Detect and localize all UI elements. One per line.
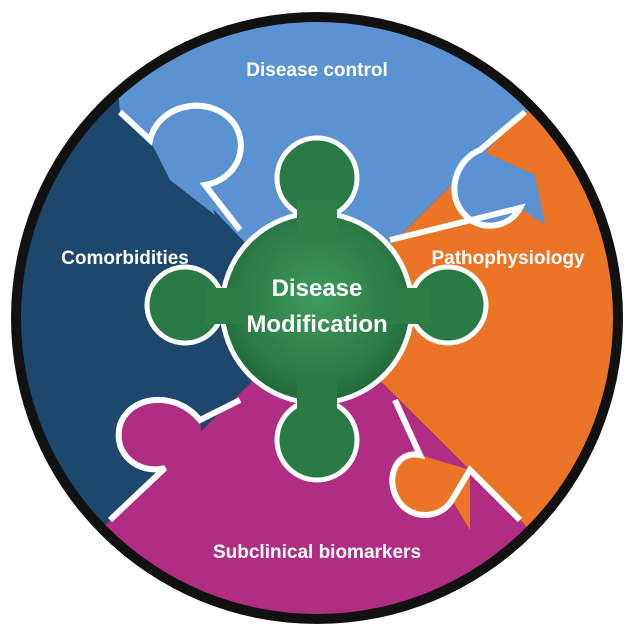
label-subclinical-biomarkers: Subclinical biomarkers: [213, 542, 421, 563]
center-label-line2: Modification: [246, 311, 387, 338]
piece-disease-control-knob: [150, 105, 241, 215]
label-disease-control: Disease control: [246, 60, 388, 81]
label-pathophysiology: Pathophysiology: [431, 248, 585, 269]
label-comorbidities: Comorbidities: [61, 248, 189, 269]
center-piece: [144, 135, 489, 483]
center-label-line1: Disease: [272, 275, 363, 302]
piece-biomarkers-knob-left: [118, 399, 205, 495]
piece-seams: [107, 102, 527, 523]
center-body: [219, 210, 415, 406]
